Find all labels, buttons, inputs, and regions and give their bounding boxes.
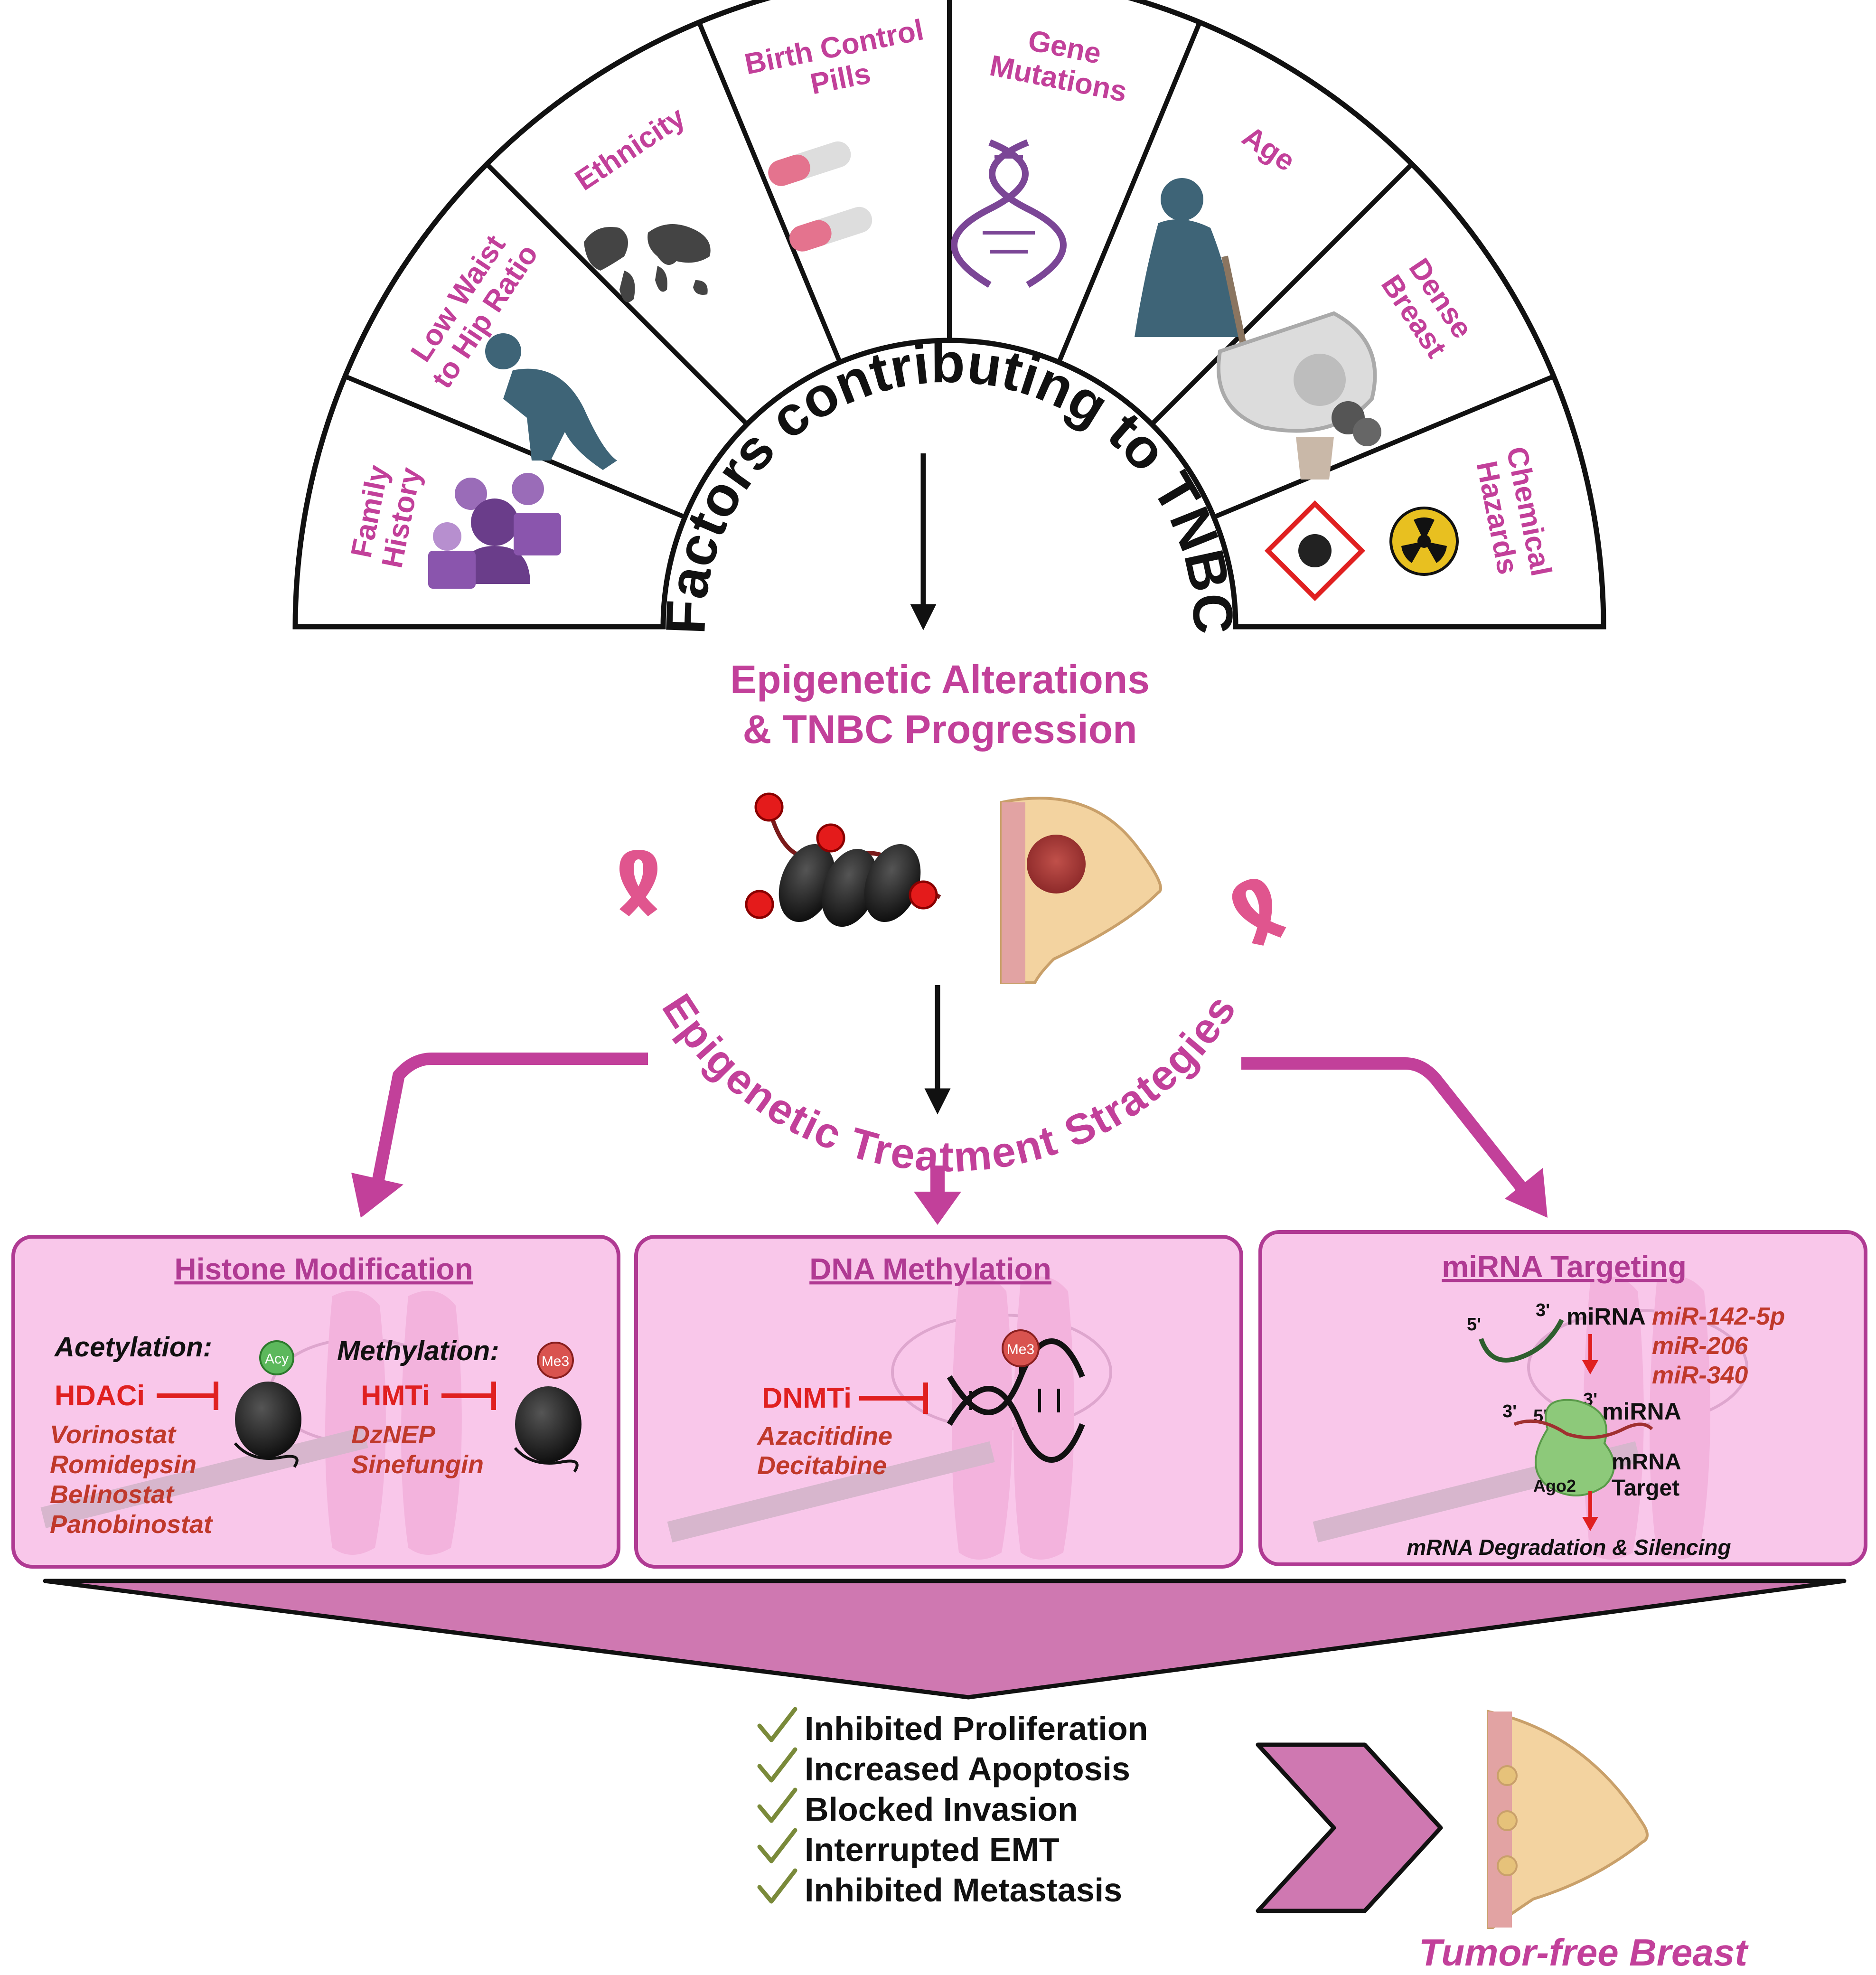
- complex-three-prime-left: 3': [1502, 1401, 1517, 1421]
- nucleosome-chain-icon: [745, 792, 941, 927]
- progression-title-line1: Epigenetic Alterations: [730, 657, 1150, 702]
- mirna-outcome: mRNA Degradation & Silencing: [1407, 1535, 1731, 1560]
- hmt-inhibition-symbol: [441, 1382, 496, 1410]
- branch-arrows: [351, 1053, 1548, 1225]
- fan-divider: [485, 162, 749, 426]
- mirna-label-complex: miRNA: [1602, 1398, 1681, 1425]
- fan-dividers: [344, 0, 1555, 519]
- me3-badge: Me3: [542, 1354, 569, 1369]
- breast-with-tumor-icon: [1000, 797, 1162, 984]
- result-label: Tumor-free Breast: [1419, 1931, 1749, 1974]
- dnmt-drug-2: Decitabine: [757, 1451, 887, 1480]
- dna-panel-title: DNA Methylation: [809, 1252, 1051, 1286]
- dna-icon: [951, 139, 1067, 288]
- check-icon: [757, 1707, 797, 1742]
- outcome-item: Blocked Invasion: [805, 1791, 1078, 1828]
- hmt-drug-1: DzNEP: [351, 1420, 436, 1449]
- mrna-label: mRNA: [1612, 1449, 1681, 1475]
- tumor-free-breast-icon: [1487, 1710, 1649, 1929]
- outcome-item: Inhibited Proliferation: [805, 1710, 1148, 1747]
- hmti-label: HMTi: [361, 1380, 430, 1411]
- check-icon: [757, 1747, 797, 1783]
- hdac-drug-3: Belinostat: [50, 1480, 175, 1509]
- ago2-label: Ago2: [1533, 1476, 1576, 1495]
- fan-divider: [697, 21, 842, 363]
- acy-badge: Acy: [265, 1351, 289, 1367]
- fan-divider: [1150, 162, 1414, 426]
- hdac-drug-2: Romidepsin: [50, 1450, 197, 1479]
- dna-me3-badge: Me3: [1007, 1342, 1034, 1357]
- mirna-strand: [1479, 1318, 1564, 1363]
- outcome-item: Inhibited Metastasis: [805, 1872, 1122, 1909]
- hdac-inhibition-symbol: [157, 1382, 218, 1410]
- acetylated-nucleosome-icon: Acy: [234, 1340, 301, 1468]
- ago2-complex-icon: [1513, 1399, 1653, 1496]
- dnmt-drug-1: Azacitidine: [756, 1422, 892, 1450]
- dnmti-label: DNMTi: [762, 1382, 852, 1414]
- mirna-five-prime: 5': [1467, 1315, 1481, 1335]
- strategies-title: Epigenetic Treatment Strategies: [653, 986, 1246, 1181]
- mirna-targeting-panel: miRNA Targeting 5' 3' miRNA miR-142-5p m…: [1258, 1230, 1867, 1566]
- target-label: Target: [1612, 1476, 1679, 1501]
- mirna-name-1: miR-142-5p: [1652, 1303, 1785, 1330]
- chromosome-watermark: [40, 1290, 462, 1555]
- mirna-name-2: miR-206: [1652, 1332, 1748, 1360]
- hmt-drug-2: Sinefungin: [351, 1450, 484, 1479]
- body-figure-icon: [485, 333, 617, 470]
- pink-ribbon-right-icon: [1232, 879, 1286, 946]
- methylation-label: Methylation:: [337, 1335, 499, 1366]
- methylated-dna-icon: Me3: [947, 1329, 1085, 1463]
- histone-modification-panel: Histone Modification Acetylation: Methyl…: [11, 1235, 620, 1569]
- convergence-funnel: [43, 1579, 1847, 1700]
- chemical-hazards-icon: [1264, 401, 1459, 602]
- mirna-three-prime: 3': [1536, 1300, 1550, 1320]
- dnmt-inhibition-symbol: [859, 1382, 928, 1414]
- hdaci-label: HDACi: [55, 1380, 145, 1411]
- fan-divider: [1057, 21, 1202, 363]
- fan-divider: [344, 374, 686, 519]
- mirna-label-top: miRNA: [1566, 1303, 1646, 1330]
- hdac-drug-1: Vorinostat: [50, 1420, 177, 1449]
- result-chevron: [1256, 1742, 1443, 1913]
- breast-mammogram-icon: [1216, 311, 1377, 433]
- pills-icon: [768, 141, 872, 252]
- elderly-woman-icon: [1135, 178, 1247, 348]
- mirna-name-3: miR-340: [1652, 1362, 1748, 1389]
- red-down-arrow-1: [1582, 1334, 1598, 1374]
- outcome-item: Interrupted EMT: [805, 1831, 1060, 1868]
- progression-title-line2: & TNBC Progression: [743, 707, 1137, 752]
- family-history-icon: [428, 473, 561, 589]
- mirna-panel-title: miRNA Targeting: [1442, 1250, 1687, 1284]
- check-icon: [757, 1787, 797, 1823]
- fan-divider: [1213, 374, 1555, 519]
- outcome-item: Increased Apoptosis: [805, 1750, 1130, 1787]
- world-map-icon: [584, 224, 711, 302]
- pink-ribbon-left-icon: [619, 850, 657, 916]
- methylated-nucleosome-icon: Me3: [514, 1342, 582, 1473]
- acetylation-label: Acetylation:: [54, 1332, 212, 1363]
- check-icon: [757, 1868, 797, 1904]
- dna-methylation-panel: DNA Methylation DNMTi Me3 Azacitidine De…: [634, 1235, 1243, 1569]
- hdac-drug-4: Panobinostat: [50, 1510, 213, 1539]
- check-icon: [757, 1828, 797, 1863]
- histone-panel-title: Histone Modification: [174, 1252, 473, 1286]
- red-down-arrow-2: [1582, 1491, 1598, 1531]
